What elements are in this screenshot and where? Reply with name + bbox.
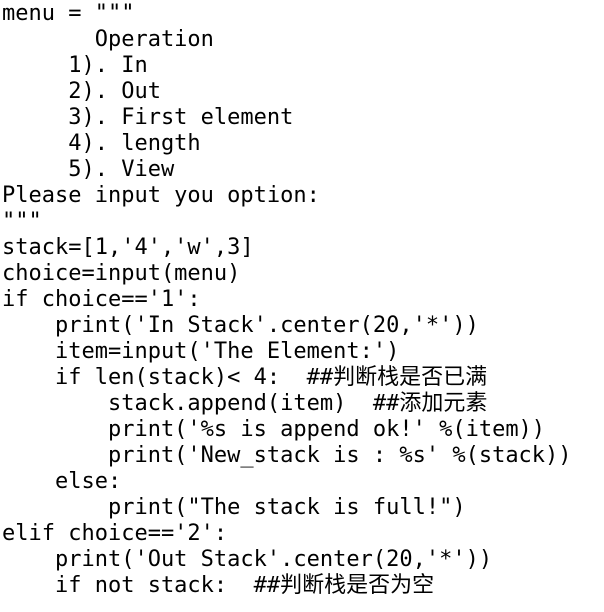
code-line-6: 4). length	[2, 131, 201, 156]
code-line-14: item=input('The Element:')	[2, 339, 400, 364]
code-line-17: print('%s is append ok!' %(item))	[2, 417, 546, 442]
code-text-area[interactable]: menu = """ Operation 1). In 2). Out 3). …	[2, 1, 572, 599]
code-line-2: Operation	[2, 27, 214, 52]
code-line-16: stack.append(item) ##添加元素	[2, 391, 488, 416]
code-line-18: print('New_stack is : %s' %(stack))	[2, 443, 572, 468]
code-line-22: print('Out Stack'.center(20,'*'))	[2, 547, 493, 572]
code-line-21: elif choice=='2':	[2, 521, 228, 546]
code-line-11: choice=input(menu)	[2, 261, 241, 286]
code-line-20: print("The stack is full!")	[2, 495, 466, 520]
code-line-7: 5). View	[2, 157, 175, 182]
code-line-12: if choice=='1':	[2, 287, 201, 312]
code-line-8: Please input you option:	[2, 183, 320, 208]
code-line-15: if len(stack)< 4: ##判断栈是否已满	[2, 365, 488, 390]
code-line-9: """	[2, 209, 42, 234]
code-line-5: 3). First element	[2, 105, 294, 130]
code-line-13: print('In Stack'.center(20,'*'))	[2, 313, 479, 338]
code-line-4: 2). Out	[2, 79, 161, 104]
code-line-3: 1). In	[2, 53, 148, 78]
code-line-10: stack=[1,'4','w',3]	[2, 235, 254, 260]
code-line-23: if not stack: ##判断栈是否为空	[2, 573, 435, 598]
code-line-1: menu = """	[2, 1, 135, 26]
code-line-19: else:	[2, 469, 122, 494]
